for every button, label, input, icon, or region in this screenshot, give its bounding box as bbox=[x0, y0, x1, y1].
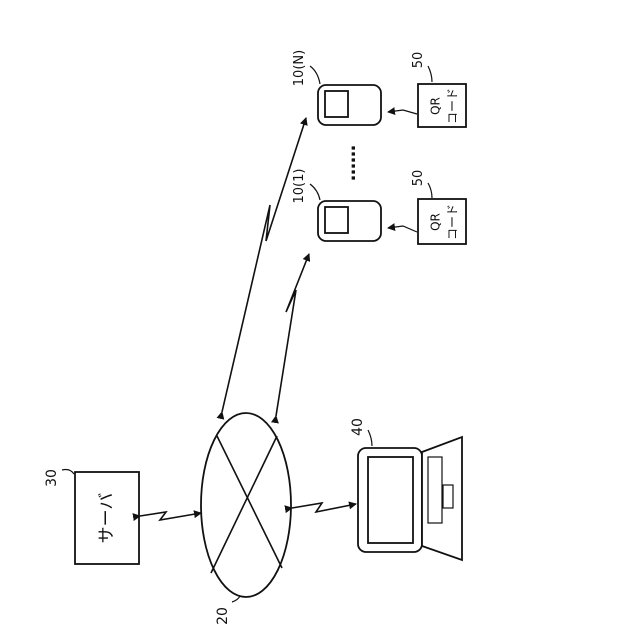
server: サーバ 30 bbox=[44, 469, 139, 564]
qr-code-n-label-line2: コード bbox=[446, 88, 460, 124]
server-label: サーバ bbox=[97, 493, 117, 544]
qr-code-1-label-line2: コード bbox=[446, 204, 460, 240]
network-terminal-1-link bbox=[276, 254, 309, 416]
terminal-ellipsis: …… bbox=[339, 145, 360, 181]
server-network-link bbox=[140, 512, 201, 520]
qr-code-n-label-line1: QR bbox=[429, 97, 443, 115]
qr-code-n-leader-line bbox=[428, 66, 432, 82]
terminal-n-screen bbox=[325, 91, 348, 117]
network-ellipse bbox=[201, 413, 291, 597]
qr-code-1: QR コード 50 bbox=[388, 170, 466, 244]
terminal-n-ref-number: 10(N) bbox=[292, 50, 307, 86]
network-leader-line bbox=[232, 596, 240, 602]
terminal-1: 10(1) bbox=[292, 169, 381, 241]
terminal-1-leader-line bbox=[310, 184, 320, 200]
terminal-1-screen bbox=[325, 207, 348, 233]
qr-code-1-leader-line bbox=[428, 183, 432, 198]
qr-code-n-ref-number: 50 bbox=[411, 52, 426, 69]
server-ref-number: 30 bbox=[44, 469, 60, 487]
network: 20 bbox=[201, 413, 291, 625]
terminal-1-ref-number: 10(1) bbox=[292, 169, 307, 204]
laptop-pc: 40 bbox=[350, 418, 462, 560]
network-terminal-n-link bbox=[222, 118, 306, 412]
qr-code-1-ref-number: 50 bbox=[411, 170, 426, 187]
qr-1-read-arrow bbox=[388, 226, 417, 232]
terminal-n-leader-line bbox=[310, 66, 320, 84]
laptop-screen bbox=[368, 457, 413, 543]
pc-leader-line bbox=[368, 430, 372, 446]
pc-ref-number: 40 bbox=[350, 418, 366, 436]
qr-code-n: QR コード 50 bbox=[388, 52, 466, 127]
qr-n-read-arrow bbox=[388, 110, 417, 114]
network-pc-link bbox=[292, 503, 356, 512]
server-leader-line bbox=[62, 470, 74, 475]
terminal-n: 10(N) bbox=[292, 50, 381, 125]
qr-code-1-label-line1: QR bbox=[429, 213, 443, 231]
network-ref-number: 20 bbox=[215, 607, 231, 625]
